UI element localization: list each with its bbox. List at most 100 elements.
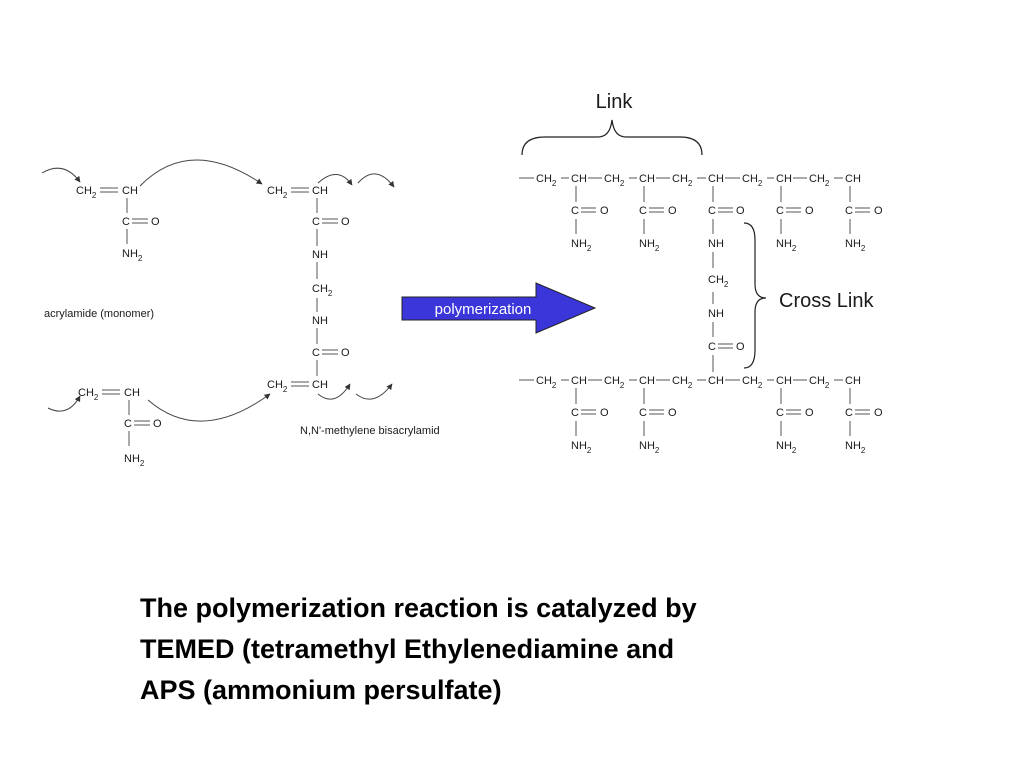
bis-c-top-symbol: C — [312, 216, 320, 228]
acrylamide-label: acrylamide (monomer) — [44, 308, 154, 320]
monomer1-nh2: NH2 — [122, 248, 143, 263]
upper-chain-pendant-3-nh2-subscript: 2 — [861, 244, 866, 253]
arrow-monomer2-to-bis — [147, 393, 271, 422]
lower-chain-ch2-8: CH2 — [809, 375, 830, 390]
monomer2-nh2: NH2 — [124, 453, 145, 468]
upper-chain-ch2-8-symbol: CH — [809, 173, 825, 185]
lower-chain-pendant-0-c: C — [571, 407, 579, 419]
lower-chain-ch2-0: CH2 — [536, 375, 557, 390]
lower-chain-ch2-4-subscript: 2 — [688, 381, 693, 390]
bis-nh-top-symbol: NH — [312, 249, 328, 261]
upper-chain-ch-7: CH — [776, 173, 792, 185]
arrow-bis-bottom-2 — [355, 383, 393, 400]
lower-chain-pendant-0-nh2: NH2 — [571, 440, 592, 455]
lower-chain-pendant-3-o-symbol: O — [874, 407, 883, 419]
upper-chain-pendant-3-o: O — [874, 205, 883, 217]
lower-chain-ch2-4-symbol: CH — [672, 375, 688, 387]
monomer2-ch2-symbol: CH — [78, 387, 94, 399]
lower-chain-ch-1: CH — [571, 375, 587, 387]
upper-chain-ch2-2-subscript: 2 — [620, 179, 625, 188]
electron-arrows-layer — [41, 159, 395, 422]
lower-chain-ch-3-symbol: CH — [639, 375, 655, 387]
bis-o-bottom: O — [341, 347, 350, 359]
upper-chain-pendant-0-c-symbol: C — [571, 205, 579, 217]
upper-chain-pendant-1-nh2-subscript: 2 — [655, 244, 660, 253]
monomer2-ch: CH — [124, 387, 140, 399]
lower-chain-ch2-0-symbol: CH — [536, 375, 552, 387]
monomer2-o: O — [153, 418, 162, 430]
upper-chain-ch-5-symbol: CH — [708, 173, 724, 185]
upper-chain-ch-3: CH — [639, 173, 655, 185]
upper-chain-pendant-1-o-symbol: O — [668, 205, 677, 217]
bis-ch-top: CH — [312, 185, 328, 197]
crosslink-ch2-subscript: 2 — [724, 280, 729, 289]
monomer2-c: C — [124, 418, 132, 430]
lower-chain-pendant-2-nh2: NH2 — [776, 440, 797, 455]
upper-chain-pendant-0-nh2: NH2 — [571, 238, 592, 253]
crosslink-c-top: C — [708, 205, 716, 217]
lower-chain-ch-5-symbol: CH — [708, 375, 724, 387]
upper-chain-pendant-0-o-symbol: O — [600, 205, 609, 217]
upper-chain-pendant-2-nh2-subscript: 2 — [792, 244, 797, 253]
lower-chain-ch-9-symbol: CH — [845, 375, 861, 387]
bis-o-top-symbol: O — [341, 216, 350, 228]
crosslink-c-top-symbol: C — [708, 205, 716, 217]
cross-link-brace — [743, 222, 767, 369]
upper-chain-pendant-0-nh2-symbol: NH — [571, 238, 587, 250]
monomer1-ch2: CH2 — [76, 185, 97, 200]
crosslink-nh-bottom-symbol: NH — [708, 308, 724, 320]
lower-chain-ch2-8-subscript: 2 — [825, 381, 830, 390]
lower-chain-ch2-8-symbol: CH — [809, 375, 825, 387]
caption-line-2: TEMED (tetramethyl Ethylenediamine and — [140, 634, 675, 664]
bis-c-top: C — [312, 216, 320, 228]
upper-chain-ch-7-symbol: CH — [776, 173, 792, 185]
monomer1-nh2-subscript: 2 — [138, 254, 143, 263]
upper-chain-pendant-0-nh2-subscript: 2 — [587, 244, 592, 253]
bis-ch2-mid-symbol: CH — [312, 283, 328, 295]
lower-chain-pendant-1-c: C — [639, 407, 647, 419]
bis-c-bottom-symbol: C — [312, 347, 320, 359]
bonds-layer — [100, 177, 870, 446]
bis-c-bottom: C — [312, 347, 320, 359]
lower-chain-ch2-2-subscript: 2 — [620, 381, 625, 390]
monomer2-c-symbol: C — [124, 418, 132, 430]
bis-o-bottom-symbol: O — [341, 347, 350, 359]
lower-chain-pendant-3-c-symbol: C — [845, 407, 853, 419]
lower-chain-pendant-1-nh2-subscript: 2 — [655, 446, 660, 455]
monomer1-ch2-subscript: 2 — [92, 191, 97, 200]
monomer1-ch: CH — [122, 185, 138, 197]
lower-chain-ch2-2: CH2 — [604, 375, 625, 390]
bis-ch2-top-symbol: CH — [267, 185, 283, 197]
lower-chain-pendant-0-o-symbol: O — [600, 407, 609, 419]
monomer1-c-symbol: C — [122, 216, 130, 228]
monomer2-ch-symbol: CH — [124, 387, 140, 399]
crosslink-c-bottom: C — [708, 341, 716, 353]
bis-nh-top: NH — [312, 249, 328, 261]
upper-chain-pendant-2-nh2-symbol: NH — [776, 238, 792, 250]
crosslink-o-top-symbol: O — [736, 205, 745, 217]
bis-ch2-bottom: CH2 — [267, 379, 288, 394]
upper-chain-ch2-8: CH2 — [809, 173, 830, 188]
lower-chain-pendant-2-o-symbol: O — [805, 407, 814, 419]
bis-ch2-mid: CH2 — [312, 283, 333, 298]
upper-chain-pendant-3-o-symbol: O — [874, 205, 883, 217]
polymerization-arrow — [401, 282, 597, 334]
lower-chain-ch-9: CH — [845, 375, 861, 387]
arrow-monomer1-to-bis — [139, 159, 263, 187]
bis-ch2-bottom-symbol: CH — [267, 379, 283, 391]
arrow-bis-bottom-1 — [317, 383, 351, 400]
bis-nh-bottom-symbol: NH — [312, 315, 328, 327]
lower-chain-ch2-6-subscript: 2 — [758, 381, 763, 390]
crosslink-c-bottom-symbol: C — [708, 341, 716, 353]
monomer2-nh2-symbol: NH — [124, 453, 140, 465]
monomer1-o: O — [151, 216, 160, 228]
upper-chain-pendant-3-nh2: NH2 — [845, 238, 866, 253]
lower-chain-ch-1-symbol: CH — [571, 375, 587, 387]
monomer1-c: C — [122, 216, 130, 228]
lower-chain-ch2-2-symbol: CH — [604, 375, 620, 387]
upper-chain-pendant-2-o: O — [805, 205, 814, 217]
upper-chain-ch2-4-subscript: 2 — [688, 179, 693, 188]
upper-chain-ch2-4-symbol: CH — [672, 173, 688, 185]
lower-chain-pendant-2-c-symbol: C — [776, 407, 784, 419]
link-brace — [521, 119, 703, 156]
